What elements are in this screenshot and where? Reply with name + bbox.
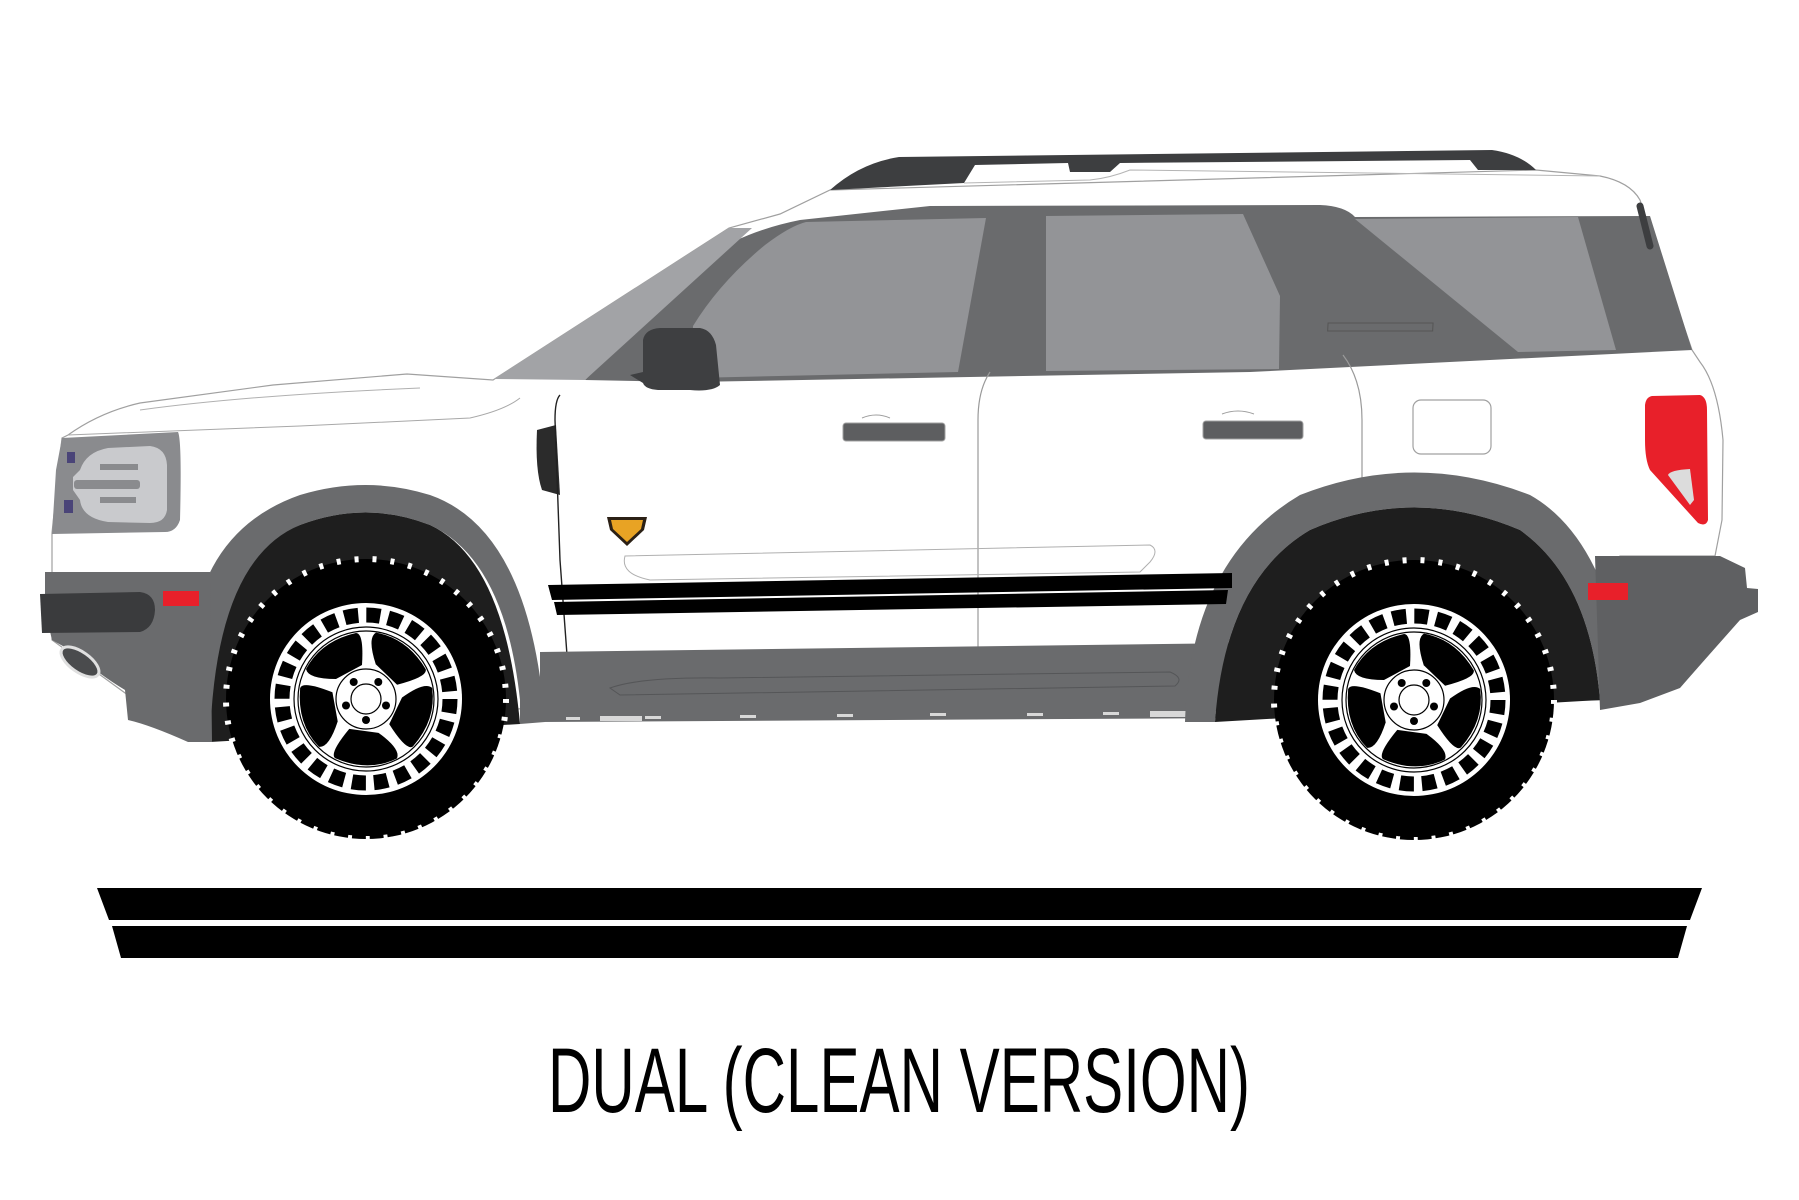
headlight-bar-bottom — [100, 497, 136, 503]
tail-light-reverse-lens — [1668, 469, 1694, 505]
front-wheel — [226, 559, 506, 839]
hood-line — [67, 397, 521, 436]
headlight-bar-middle — [74, 480, 140, 489]
decal-stripe-upper — [97, 888, 1702, 920]
front-lower-grille — [40, 592, 155, 633]
rear-bumper — [1595, 556, 1758, 710]
bronco-badge — [607, 517, 647, 546]
rear-wiper — [1636, 202, 1654, 250]
roof-line — [963, 169, 1601, 184]
body-stripe-lower — [554, 590, 1228, 615]
fuel-door — [1412, 399, 1492, 455]
caption: DUAL (CLEAN VERSION) — [548, 1030, 1250, 1132]
rear-door-handle — [1202, 410, 1304, 440]
roof-rail — [830, 150, 1536, 190]
rear-door-window — [1046, 214, 1280, 371]
grille-accent-bottom — [64, 500, 73, 513]
front-side-reflector — [163, 591, 199, 606]
windshield — [494, 228, 752, 380]
door-molding — [623, 544, 1156, 581]
vehicle — [40, 150, 1758, 840]
body-stripe-upper — [548, 573, 1232, 600]
quarter-vent — [1327, 322, 1434, 332]
rear-wheel — [1274, 560, 1554, 840]
rocker-panel — [540, 643, 1245, 722]
decal-stripe-lower — [112, 926, 1687, 958]
rocker-detail — [608, 671, 1180, 696]
fog-light-bezel — [59, 645, 101, 679]
front-door-window — [692, 218, 986, 378]
front-door-handle — [842, 414, 946, 442]
side-mirror — [630, 328, 720, 391]
hood-crease — [139, 387, 421, 411]
rear-quarter-window — [1355, 217, 1616, 352]
decal-preview — [97, 888, 1702, 958]
b-pillar-door-line — [977, 371, 991, 705]
front-door-line — [554, 394, 568, 656]
headlight-bar-top — [100, 464, 138, 470]
fender-vent — [536, 425, 560, 495]
rear-side-reflector — [1588, 583, 1628, 600]
rear-fender-flare — [1185, 472, 1630, 722]
rear-door-line — [1342, 354, 1363, 565]
grille-accent-top — [67, 452, 75, 463]
